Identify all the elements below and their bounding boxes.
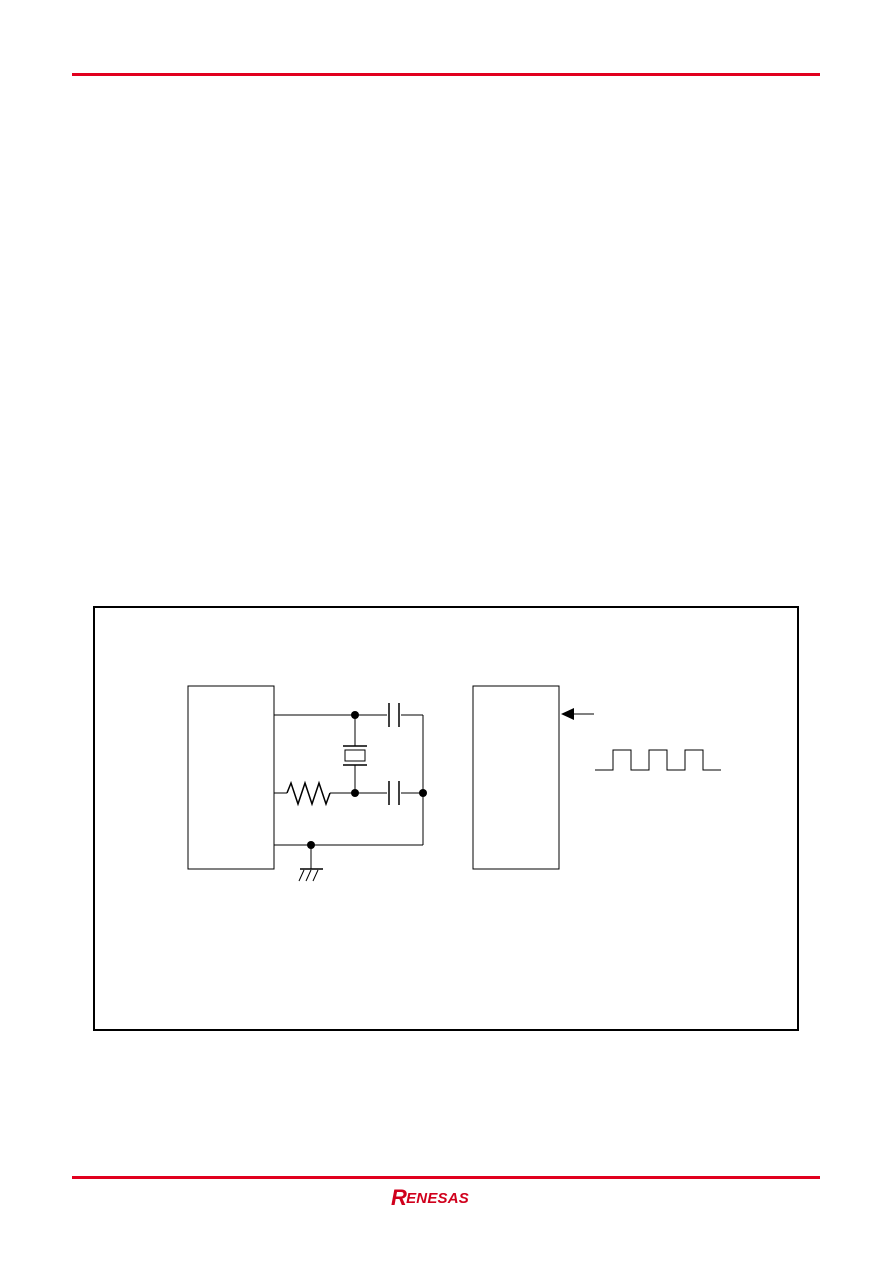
chip-block-left xyxy=(187,685,275,870)
renesas-logo-rest: ENESAS xyxy=(406,1189,469,1207)
capacitor-top xyxy=(388,703,400,727)
header-rule xyxy=(72,73,820,76)
chip-block-right xyxy=(472,685,560,870)
ground-symbol xyxy=(298,868,323,882)
feedback-resistor xyxy=(286,780,331,807)
capacitor-bottom xyxy=(388,781,400,805)
oscillator-circuit-diagram xyxy=(187,685,721,882)
footer-rule xyxy=(72,1176,820,1179)
junction-dot-middle xyxy=(351,789,359,797)
figure-frame xyxy=(93,606,799,1031)
clock-square-wave xyxy=(595,749,721,771)
renesas-logo: R ENESAS xyxy=(391,1187,469,1209)
crystal xyxy=(343,745,367,766)
renesas-logo-initial: R xyxy=(391,1185,408,1210)
junction-dot-right xyxy=(419,789,427,797)
input-arrow xyxy=(561,708,594,720)
